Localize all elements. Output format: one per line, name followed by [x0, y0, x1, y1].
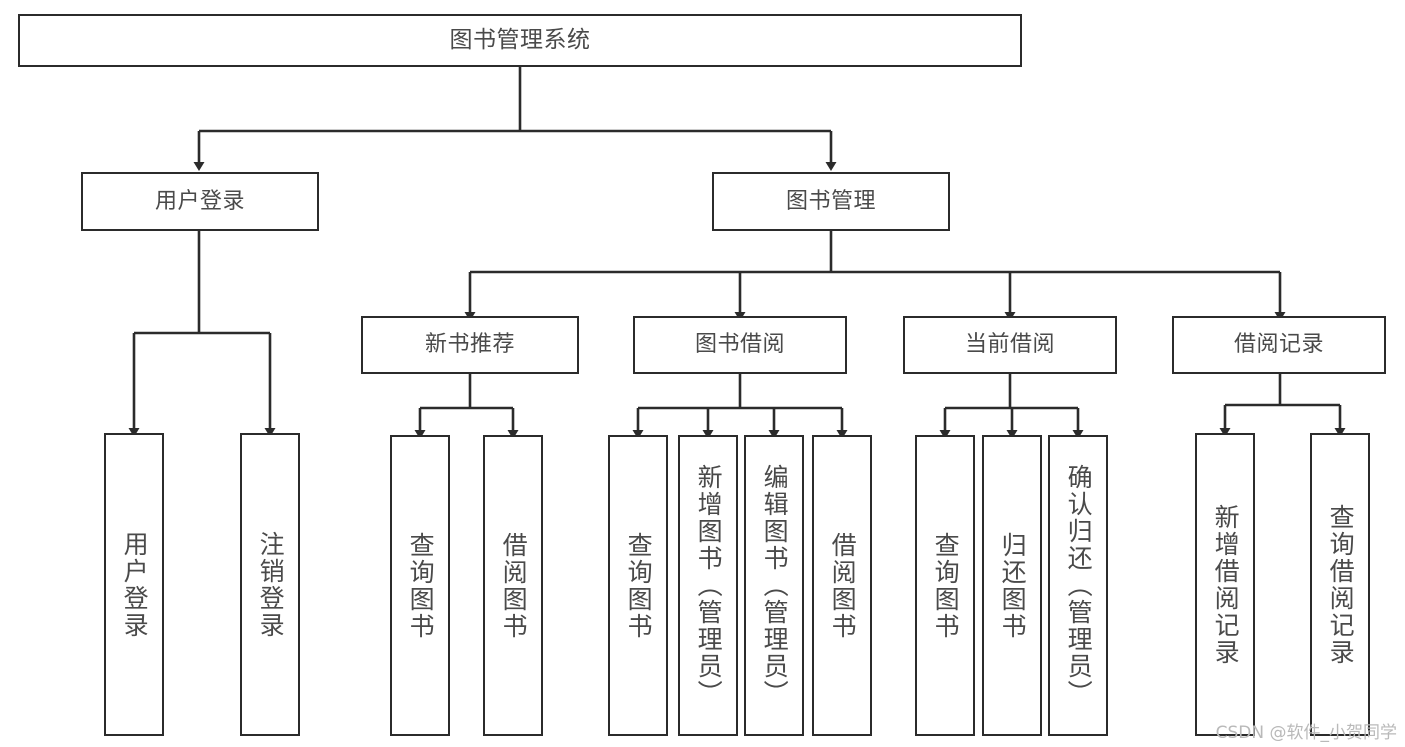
node-label: 用户登录	[120, 530, 150, 639]
leaf-recommend-query-book[interactable]: 查询图书	[390, 435, 450, 736]
node-user-login[interactable]: 用户登录	[81, 172, 319, 231]
leaf-user-login-logout[interactable]: 注销登录	[240, 433, 300, 736]
node-label: 借阅图书	[828, 531, 858, 640]
node-label: 查询图书	[406, 531, 436, 640]
leaf-record-add-record[interactable]: 新增借阅记录	[1195, 433, 1255, 736]
leaf-current-query-book[interactable]: 查询图书	[915, 435, 975, 736]
node-label: 当前借阅	[964, 332, 1055, 358]
leaf-borrow-query-book[interactable]: 查询图书	[608, 435, 668, 736]
node-root-system[interactable]: 图书管理系统	[18, 14, 1022, 67]
node-new-book-recommend[interactable]: 新书推荐	[361, 316, 579, 374]
leaf-recommend-borrow-book[interactable]: 借阅图书	[483, 435, 543, 736]
leaf-borrow-add-book-admin[interactable]: 新增图书（管理员）	[678, 435, 738, 736]
leaf-borrow-borrow-book[interactable]: 借阅图书	[812, 435, 872, 736]
node-label: 借阅图书	[499, 531, 529, 640]
node-label: 图书借阅	[694, 332, 785, 358]
node-label: 注销登录	[256, 530, 286, 639]
node-label: 编辑图书（管理员）	[760, 464, 790, 707]
node-label: 查询图书	[624, 531, 654, 640]
node-label: 借阅记录	[1233, 332, 1324, 358]
node-label: 图书管理系统	[449, 26, 591, 53]
node-current-borrow[interactable]: 当前借阅	[903, 316, 1117, 374]
node-book-management[interactable]: 图书管理	[712, 172, 950, 231]
leaf-current-return-book[interactable]: 归还图书	[982, 435, 1042, 736]
leaf-current-confirm-return-admin[interactable]: 确认归还（管理员）	[1048, 435, 1108, 736]
node-label: 归还图书	[998, 531, 1028, 640]
node-label: 新增图书（管理员）	[694, 464, 724, 707]
node-label: 新增借阅记录	[1211, 503, 1241, 666]
node-label: 图书管理	[785, 188, 876, 214]
node-borrow-record[interactable]: 借阅记录	[1172, 316, 1386, 374]
watermark-text: CSDN @软件_小贺同学	[1215, 723, 1397, 743]
node-label: 新书推荐	[424, 332, 515, 358]
node-label: 查询借阅记录	[1326, 503, 1356, 666]
node-label: 用户登录	[154, 188, 245, 214]
node-label: 确认归还（管理员）	[1064, 464, 1094, 707]
node-label: 查询图书	[931, 531, 961, 640]
leaf-borrow-edit-book-admin[interactable]: 编辑图书（管理员）	[744, 435, 804, 736]
leaf-user-login-signin[interactable]: 用户登录	[104, 433, 164, 736]
node-book-borrow[interactable]: 图书借阅	[633, 316, 847, 374]
leaf-record-query-record[interactable]: 查询借阅记录	[1310, 433, 1370, 736]
